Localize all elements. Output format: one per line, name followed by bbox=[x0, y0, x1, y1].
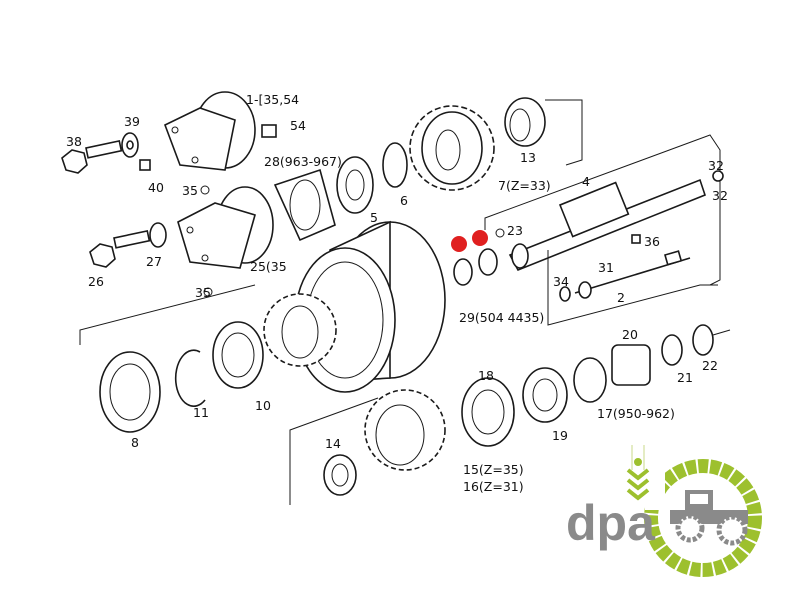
plug-54 bbox=[261, 124, 277, 138]
label-16: 16(Z=31) bbox=[463, 479, 524, 494]
label-54: 54 bbox=[290, 118, 306, 133]
guide-line bbox=[79, 284, 256, 345]
label-14: 14 bbox=[325, 436, 341, 451]
logo-gear-ring bbox=[644, 459, 762, 577]
label-35-lower: 35 bbox=[195, 285, 211, 300]
label-26: 26 bbox=[88, 274, 104, 289]
label-15: 15(Z=35) bbox=[463, 462, 524, 477]
highlight-dot-1 bbox=[451, 236, 467, 252]
logo-text: dpa bbox=[566, 495, 656, 551]
bearing-18 bbox=[461, 377, 515, 447]
guide-line-lower bbox=[289, 397, 379, 505]
wheat-icon bbox=[626, 468, 650, 501]
label-39: 39 bbox=[124, 114, 140, 129]
label-31: 31 bbox=[598, 260, 614, 275]
label-35-upper: 35 bbox=[182, 183, 198, 198]
label-27: 27 bbox=[146, 254, 162, 269]
label-6: 6 bbox=[400, 193, 408, 208]
flange-28 bbox=[273, 168, 336, 242]
bearing-8 bbox=[99, 351, 161, 433]
bearing-19 bbox=[522, 367, 568, 423]
label-8: 8 bbox=[131, 435, 139, 450]
part-31 bbox=[578, 281, 592, 299]
bolt-38 bbox=[61, 139, 123, 174]
ring-22 bbox=[692, 324, 714, 356]
label-34: 34 bbox=[553, 274, 569, 289]
label-32-bottom: 32 bbox=[712, 188, 728, 203]
bolt-26 bbox=[89, 229, 151, 268]
label-4: 4 bbox=[582, 174, 590, 189]
ball-35-lower bbox=[203, 287, 213, 297]
clutch-drum bbox=[263, 220, 446, 393]
label-28: 28(963-967) bbox=[264, 154, 342, 169]
rod-end bbox=[664, 250, 683, 266]
bearing-5 bbox=[336, 156, 374, 214]
bracket-13 bbox=[545, 99, 583, 166]
label-18: 18 bbox=[478, 368, 494, 383]
gear-7 bbox=[409, 105, 495, 191]
label-38: 38 bbox=[66, 134, 82, 149]
label-21: 21 bbox=[677, 370, 693, 385]
label-40: 40 bbox=[148, 180, 164, 195]
ring-17 bbox=[573, 357, 607, 403]
shift-fork-1 bbox=[163, 91, 256, 171]
bearing-14 bbox=[323, 454, 357, 496]
label-17: 17(950-962) bbox=[597, 406, 675, 421]
label-32-top: 32 bbox=[708, 158, 724, 173]
label-23: 23 bbox=[507, 223, 523, 238]
label-19: 19 bbox=[552, 428, 568, 443]
bearing-10 bbox=[212, 321, 264, 389]
highlight-dot-2 bbox=[472, 230, 488, 246]
tractor-icon bbox=[670, 490, 748, 546]
needle-bearing-13 bbox=[504, 97, 546, 147]
shaft-4 bbox=[508, 178, 706, 272]
bracket-2 bbox=[547, 250, 718, 326]
label-2: 2 bbox=[617, 290, 625, 305]
shift-fork-25 bbox=[177, 186, 274, 269]
label-36: 36 bbox=[644, 234, 660, 249]
washer-29b bbox=[478, 248, 498, 276]
ring-21 bbox=[661, 334, 683, 366]
washer-39-hole bbox=[126, 140, 134, 150]
label-10: 10 bbox=[255, 398, 271, 413]
ring-6 bbox=[382, 142, 408, 188]
plug-36 bbox=[631, 234, 641, 244]
label-29: 29(504 4435) bbox=[459, 310, 544, 325]
label-11: 11 bbox=[193, 405, 209, 420]
washer-29a bbox=[453, 258, 473, 286]
label-1: 1-[35,54 bbox=[246, 92, 299, 107]
label-7: 7(Z=33) bbox=[498, 178, 551, 193]
bracket-4 bbox=[484, 134, 721, 286]
ball-35-upper bbox=[200, 185, 210, 195]
pin-40 bbox=[139, 159, 151, 171]
label-22: 22 bbox=[702, 358, 718, 373]
label-25: 25(35 bbox=[250, 259, 287, 274]
circlip-11 bbox=[174, 349, 206, 407]
needle-cage-20 bbox=[611, 344, 651, 386]
dpa-logo: dpa bbox=[566, 445, 762, 577]
plug-32 bbox=[712, 170, 724, 182]
gear-15-16 bbox=[364, 389, 446, 471]
label-20: 20 bbox=[622, 327, 638, 342]
washer-27 bbox=[149, 222, 167, 248]
ball-23 bbox=[495, 228, 505, 238]
label-5: 5 bbox=[370, 210, 378, 225]
ring-34 bbox=[559, 286, 571, 302]
label-13: 13 bbox=[520, 150, 536, 165]
